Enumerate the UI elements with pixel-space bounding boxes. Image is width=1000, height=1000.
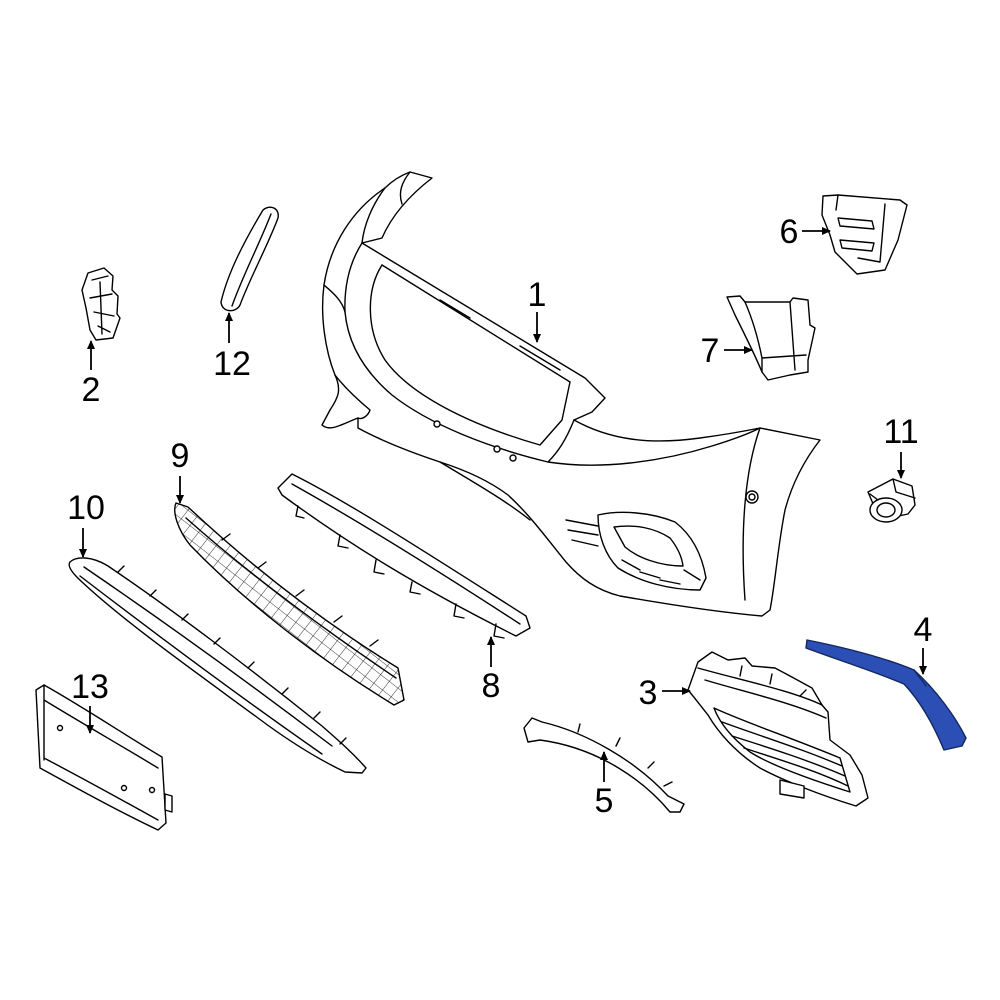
part-5-mount-tabs bbox=[577, 723, 673, 787]
part-1-fog-inner-opening bbox=[613, 525, 684, 567]
part-1-bumper-cover bbox=[321, 171, 821, 617]
callout-labels: 1 2 3 4 5 6 7 8 9 10 11 12 13 bbox=[67, 213, 932, 820]
part-1-wing-fold-line bbox=[742, 427, 761, 601]
part-8-mount-tabs bbox=[295, 505, 505, 639]
part-6-bracket bbox=[821, 194, 908, 275]
part-1-grille-inner-top bbox=[381, 264, 571, 383]
callout-label-4: 4 bbox=[914, 611, 933, 649]
part-1-grille-inner-frame bbox=[369, 264, 571, 446]
part-13-outline bbox=[35, 684, 167, 831]
part-3-top-edge bbox=[697, 667, 827, 719]
part-12-outline bbox=[220, 206, 279, 312]
part-1-lower-slots bbox=[565, 519, 599, 547]
callout-label-13: 13 bbox=[71, 668, 109, 706]
part-10-mount-tabs bbox=[117, 565, 347, 745]
part-6-detail-lines bbox=[835, 194, 886, 263]
callout-label-8: 8 bbox=[482, 667, 501, 705]
part-8-edge-line bbox=[291, 483, 521, 625]
part-9-frame-line bbox=[185, 517, 397, 679]
callout-label-7: 7 bbox=[701, 332, 720, 370]
part-3-bottom-tab bbox=[779, 779, 805, 799]
part-1-wing-top-line bbox=[573, 419, 761, 442]
part-3-clips bbox=[739, 665, 807, 697]
part-3-fog-grille bbox=[687, 651, 869, 807]
part-9-outline bbox=[174, 502, 405, 706]
part-13-plate-bracket bbox=[35, 684, 173, 831]
part-1-mount-hole bbox=[509, 454, 517, 462]
part-13-hole bbox=[56, 724, 64, 732]
part-12-trim-strip bbox=[220, 206, 279, 312]
part-9-grille-mesh bbox=[174, 502, 405, 706]
part-7-bracket bbox=[726, 295, 816, 381]
part-11-sensor bbox=[867, 478, 916, 523]
callout-label-5: 5 bbox=[595, 782, 614, 820]
part-1-mount-hole bbox=[433, 420, 441, 428]
callout-arrows bbox=[79, 227, 927, 782]
part-10-edge-line bbox=[83, 566, 333, 747]
part-1-left-inner-edge bbox=[334, 374, 371, 420]
callout-label-9: 9 bbox=[171, 437, 190, 475]
part-4-outline bbox=[805, 639, 967, 751]
part-13-hole bbox=[120, 784, 128, 792]
part-13-tab bbox=[164, 793, 173, 813]
part-1-sensor-hole bbox=[745, 490, 759, 504]
part-10-outline bbox=[68, 557, 367, 774]
part-4-edge-line bbox=[913, 669, 927, 687]
callout-label-3: 3 bbox=[639, 674, 658, 712]
part-3-opening bbox=[713, 707, 851, 793]
part-13-frame-line bbox=[43, 684, 159, 821]
part-1-grille-frame-line bbox=[439, 299, 561, 371]
part-3-slats bbox=[721, 721, 849, 787]
part-6-slot bbox=[839, 239, 875, 252]
part-1-mount-hole bbox=[493, 445, 501, 453]
part-1-sensor-hole-inner bbox=[748, 493, 756, 501]
part-11-detail-lines bbox=[869, 478, 916, 501]
part-5-outline bbox=[523, 717, 685, 813]
part-10-edge-line bbox=[79, 575, 323, 755]
callout-label-6: 6 bbox=[780, 213, 799, 251]
part-2-bracket bbox=[81, 267, 121, 341]
part-11-face bbox=[876, 502, 896, 518]
callout-label-10: 10 bbox=[67, 489, 105, 527]
part-1-fog-slats bbox=[621, 559, 701, 585]
part-10-lower-trim bbox=[68, 557, 367, 774]
part-7-detail-lines bbox=[744, 301, 807, 373]
part-9-mount-tabs bbox=[221, 533, 379, 647]
callout-label-11: 11 bbox=[883, 413, 918, 451]
part-8-outline bbox=[277, 473, 531, 637]
callout-label-1: 1 bbox=[528, 276, 547, 314]
part-5-trim-strip bbox=[523, 717, 685, 813]
part-1-lower-left-line bbox=[439, 461, 531, 521]
part-4-highlighted-trim bbox=[805, 639, 967, 751]
part-12-edge-line bbox=[231, 213, 272, 307]
callout-label-12: 12 bbox=[213, 345, 251, 383]
part-1-upper-left-edge bbox=[323, 171, 411, 313]
part-6-slot bbox=[837, 217, 875, 230]
callout-label-2: 2 bbox=[82, 371, 101, 409]
part-13-hole bbox=[148, 786, 156, 794]
part-8-grille-bar bbox=[277, 473, 531, 639]
part-6-outline bbox=[821, 194, 908, 275]
part-1-grille-opening bbox=[361, 242, 606, 463]
part-2-detail-lines bbox=[89, 275, 115, 335]
part-7-outline bbox=[726, 295, 816, 381]
